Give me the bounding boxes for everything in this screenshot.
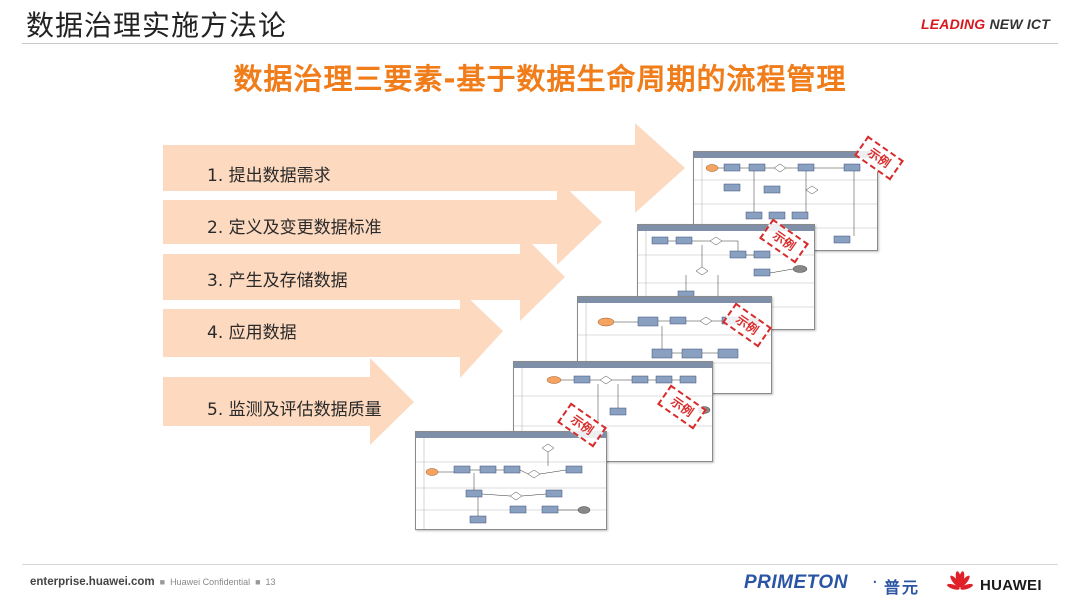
- brand-tagline-new-ict: NEW ICT: [985, 16, 1050, 32]
- arrow-shape-1: [163, 123, 685, 213]
- main-heading: 数据治理三要素-基于数据生命周期的流程管理: [233, 62, 847, 96]
- brand-tagline: LEADING NEW ICT: [921, 16, 1050, 32]
- primeton-cn-name: 普元: [884, 578, 921, 597]
- footer-page-number: 13: [265, 577, 276, 587]
- step-5-label: 5. 监测及评估数据质量: [207, 400, 382, 420]
- primeton-logo-dot: ·: [872, 572, 878, 593]
- arrow-shape-4: [163, 290, 503, 378]
- step-4-label: 4. 应用数据: [207, 323, 297, 343]
- arrow-shape-5: [163, 358, 414, 445]
- title-divider: [22, 43, 1058, 44]
- huawei-logo-icon: [947, 571, 973, 590]
- brand-tagline-leading: LEADING: [921, 16, 986, 32]
- footer-divider: [22, 564, 1058, 565]
- footer-site: enterprise.huawei.com: [30, 576, 155, 588]
- step-3-label: 3. 产生及存储数据: [207, 271, 348, 291]
- huawei-wordmark: HUAWEI: [980, 577, 1042, 594]
- page-title: 数据治理实施方法论: [26, 9, 288, 42]
- footer-info: enterprise.huawei.com ■ Huawei Confidentia…: [30, 576, 276, 588]
- primeton-logo: PRIMETON: [744, 572, 848, 593]
- step-2-label: 2. 定义及变更数据标准: [207, 218, 382, 238]
- arrow-shape-2: [163, 179, 602, 265]
- flow-diagram-5: [415, 431, 607, 530]
- footer-separator-icon: ■: [255, 577, 261, 587]
- footer-confidential: Huawei Confidential: [170, 577, 251, 587]
- footer-separator-icon: ■: [159, 577, 166, 587]
- step-1-label: 1. 提出数据需求: [207, 166, 331, 186]
